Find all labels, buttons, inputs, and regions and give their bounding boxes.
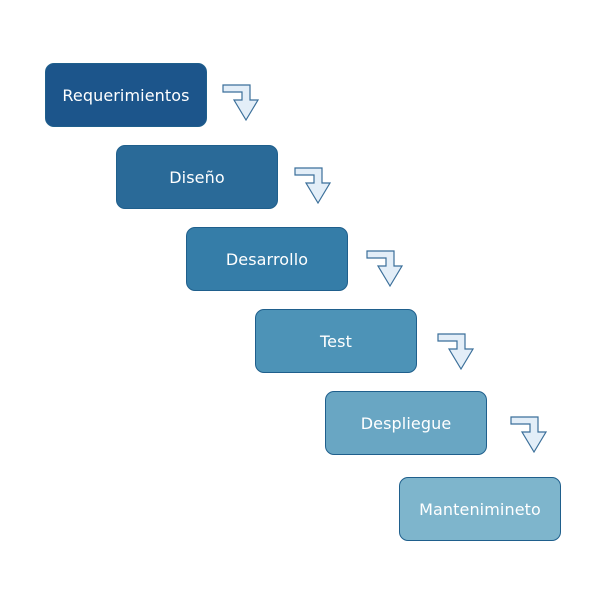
step-despliegue: Despliegue (325, 391, 487, 455)
step-label: Desarrollo (225, 249, 309, 269)
step-label: Test (320, 331, 352, 351)
bent-down-arrow-icon (294, 167, 332, 205)
bent-down-arrow-icon (366, 250, 404, 288)
step-mantenimiento: Mantenimineto (399, 477, 561, 541)
step-label: Despliegue (360, 413, 452, 433)
bent-down-arrow-icon (437, 333, 475, 371)
step-label: Diseño (169, 167, 225, 187)
step-requerimientos: Requerimientos (45, 63, 207, 127)
step-test: Test (255, 309, 417, 373)
step-desarrollo: Desarrollo (186, 227, 348, 291)
bent-down-arrow-icon (510, 416, 548, 454)
step-diseno: Diseño (116, 145, 278, 209)
step-label: Requerimientos (62, 85, 190, 105)
step-label: Mantenimineto (419, 499, 541, 519)
bent-down-arrow-icon (222, 84, 260, 122)
